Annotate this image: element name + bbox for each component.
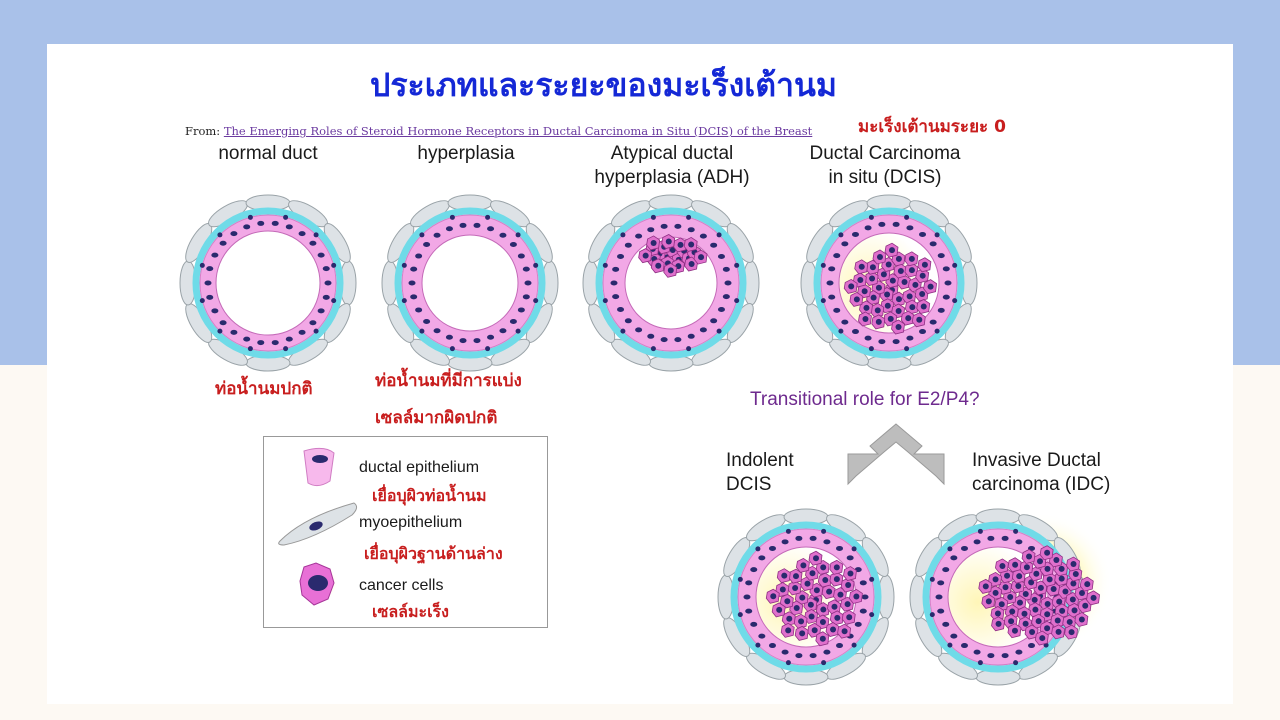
duct-indolent-dcis xyxy=(717,508,895,686)
stage-label-adh: Atypical ductal hyperplasia (ADH) xyxy=(578,142,766,190)
legend-label-cancer: cancer cells xyxy=(359,577,444,594)
indolent-line1: Indolent xyxy=(726,450,794,471)
duct-dcis xyxy=(800,194,978,372)
legend-thai-epithelium: เยื่อบุผิวท่อน้ำนม xyxy=(372,486,487,505)
stage-label-adh-line2: hyperplasia (ADH) xyxy=(594,167,750,188)
legend-label-epithelium: ductal epithelium xyxy=(359,459,480,476)
duct-normal xyxy=(179,194,357,372)
legend-thai-cancer: เซลล์มะเร็ง xyxy=(372,602,449,621)
ductal-epithelium-cell-icon xyxy=(303,447,335,487)
source-citation: From: The Emerging Roles of Steroid Horm… xyxy=(185,124,812,138)
stage-label-hyperplasia: hyperplasia xyxy=(404,142,528,166)
transition-question: Transitional role for E2/P4? xyxy=(750,389,980,410)
stage-zero-note: มะเร็งเต้านมระยะ 0 xyxy=(858,117,1006,137)
indolent-line2: DCIS xyxy=(726,474,772,495)
thai-note-hyper-line1: ท่อน้ำนมที่มีการแบ่ง xyxy=(375,371,522,391)
duct-hyperplasia xyxy=(381,194,559,372)
source-link[interactable]: The Emerging Roles of Steroid Hormone Re… xyxy=(223,124,813,138)
branch-arrows xyxy=(847,423,945,486)
stage-label-normal: normal duct xyxy=(205,142,331,166)
stage-label-normal-line1: normal duct xyxy=(218,143,318,164)
stage-label-dcis-line1: Ductal Carcinoma xyxy=(809,143,961,164)
duct-adh xyxy=(582,194,760,372)
idc-label: Invasive Ductal carcinoma (IDC) xyxy=(960,449,1162,497)
legend-icons xyxy=(278,447,358,606)
myoepithelium-cell-icon xyxy=(278,502,358,546)
legend-thai-myoepithelium: เยื่อบุผิวฐานด้านล่าง xyxy=(364,544,503,563)
stage-label-hyperplasia-line1: hyperplasia xyxy=(417,143,515,164)
legend: ductal epithelium เยื่อบุผิวท่อน้ำนม myo… xyxy=(263,436,548,628)
slide-title: ประเภทและระยะของมะเร็งเต้านม xyxy=(370,66,837,104)
stage-label-dcis: Ductal Carcinoma in situ (DCIS) xyxy=(788,142,982,190)
thai-note-hyper-line2: เซลล์มากผิดปกติ xyxy=(375,408,498,428)
stage-label-dcis-line2: in situ (DCIS) xyxy=(828,167,942,188)
thai-note-normal: ท่อน้ำนมปกติ xyxy=(215,379,313,399)
stage-label-adh-line1: Atypical ductal xyxy=(610,143,734,164)
cancer-cell-icon xyxy=(298,562,338,606)
idc-line1: Invasive Ductal xyxy=(972,450,1101,471)
idc-line2: carcinoma (IDC) xyxy=(972,474,1111,495)
legend-label-myoepithelium: myoepithelium xyxy=(359,514,463,531)
source-prefix: From: xyxy=(185,124,224,138)
duct-idc xyxy=(909,508,1112,686)
